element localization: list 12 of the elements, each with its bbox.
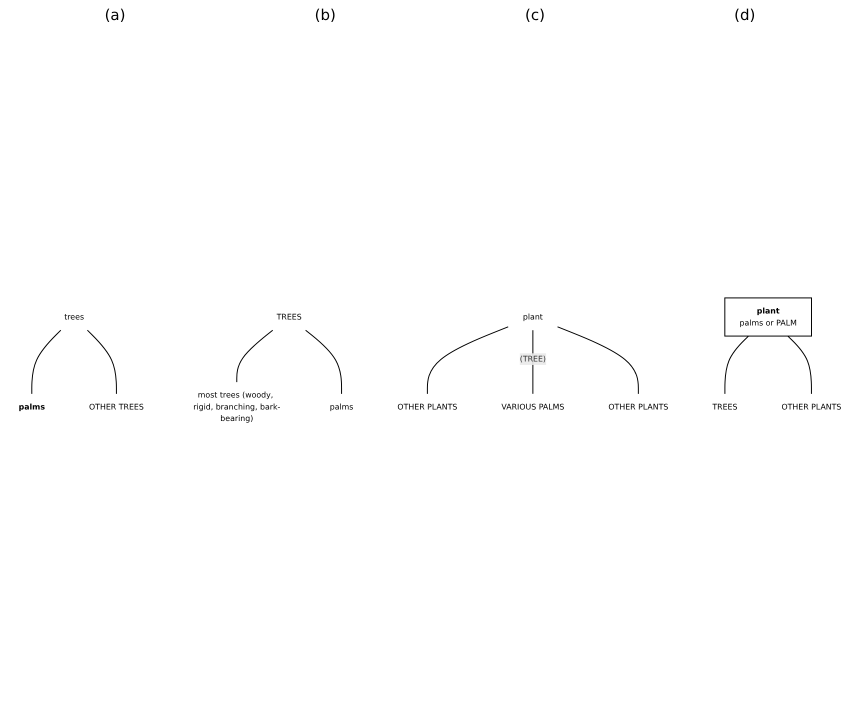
panel-label: (b) <box>314 6 336 24</box>
connector <box>426 326 509 394</box>
connector <box>86 330 117 394</box>
connector <box>557 326 639 394</box>
connector <box>236 330 274 383</box>
connector <box>724 336 750 394</box>
connector <box>31 330 62 394</box>
panel-label: (c) <box>525 6 545 24</box>
panel-label: (a) <box>104 6 126 24</box>
connector <box>787 336 812 394</box>
panel-label: (d) <box>734 6 756 24</box>
connector <box>305 330 342 394</box>
